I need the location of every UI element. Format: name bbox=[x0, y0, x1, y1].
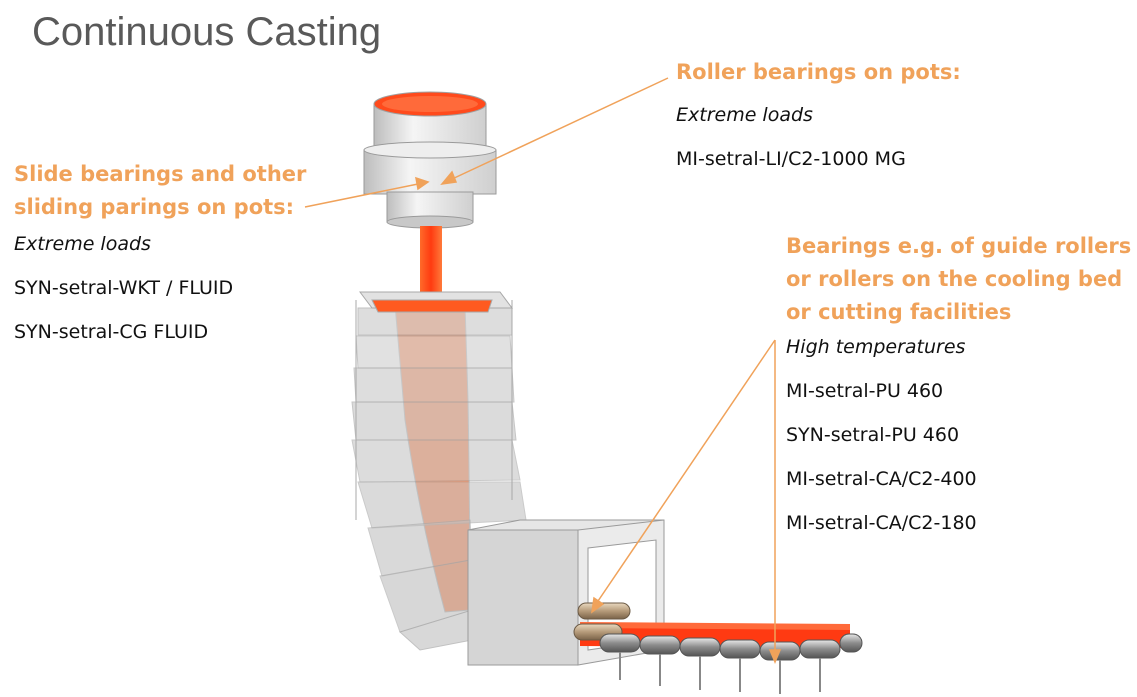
product-item: SYN-setral-WKT / FLUID bbox=[14, 277, 234, 299]
molten-stream bbox=[420, 226, 442, 304]
product-item: SYN-setral-PU 460 bbox=[786, 424, 960, 446]
product-item: SYN-setral-CG FLUID bbox=[14, 321, 209, 343]
callout-heading-line: sliding parings on pots: bbox=[14, 195, 295, 219]
pot bbox=[363, 91, 497, 229]
callout-heading: Roller bearings on pots: bbox=[676, 60, 961, 84]
page-title: Continuous Casting bbox=[32, 10, 382, 54]
callout-subtitle: Extreme loads bbox=[676, 104, 813, 126]
callout-subtitle: High temperatures bbox=[786, 336, 966, 358]
callout-heading-line: or cutting facilities bbox=[786, 300, 1012, 324]
product-item: MI-setral-PU 460 bbox=[786, 380, 944, 402]
callout-lines bbox=[304, 77, 782, 664]
callout-guide-rollers: Bearings e.g. of guide rollers or roller… bbox=[786, 230, 1131, 537]
callout-heading-line: or rollers on the cooling bed bbox=[786, 267, 1123, 291]
callout-heading-line: Slide bearings and other bbox=[14, 162, 307, 186]
callout-heading-line: Bearings e.g. of guide rollers bbox=[786, 234, 1132, 258]
mould-segments bbox=[351, 291, 527, 651]
callout-roller-bearings-pots: Roller bearings on pots: Extreme loads M… bbox=[676, 56, 961, 173]
roller-table bbox=[573, 602, 863, 694]
callout-slide-bearings-pots: Slide bearings and other sliding parings… bbox=[14, 158, 306, 346]
product-item: MI-setral-CA/C2-400 bbox=[786, 468, 977, 490]
product-item: MI-setral-CA/C2-180 bbox=[786, 512, 977, 534]
product-item: MI-setral-LI/C2-1000 MG bbox=[676, 148, 906, 170]
callout-subtitle: Extreme loads bbox=[14, 233, 151, 255]
